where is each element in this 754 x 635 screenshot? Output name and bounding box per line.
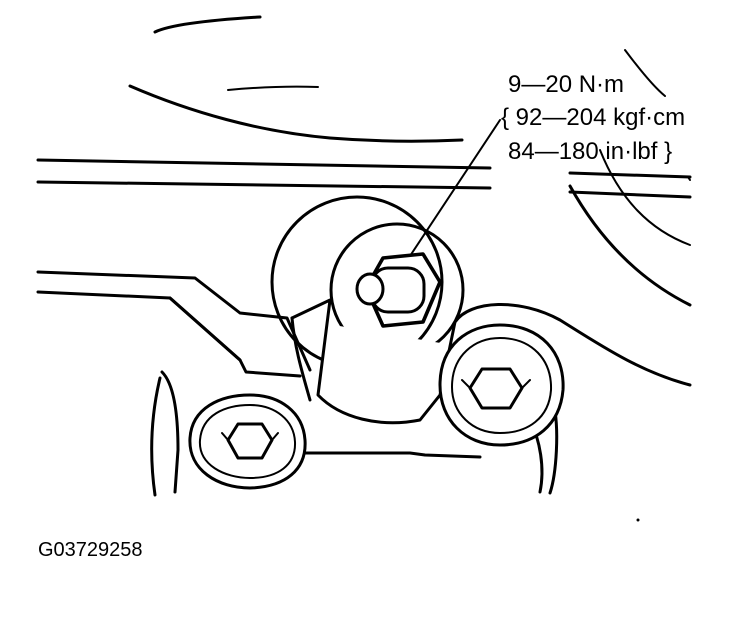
right-edge-tick	[687, 176, 691, 181]
left-bracket-lower	[36, 290, 302, 378]
figure-identifier: G03729258	[38, 539, 143, 561]
mounting-plate-left-edge	[290, 316, 312, 402]
right-housing-small-arc	[624, 49, 666, 97]
torque-leader-line	[409, 119, 501, 257]
right-hex-bolt-face	[461, 379, 531, 409]
middle-rail-right	[568, 190, 692, 199]
sensor-tip	[355, 272, 385, 306]
right-bolt-boss-inner	[451, 337, 553, 434]
bottom-frame-base	[298, 451, 482, 459]
bottom-frame-left-inner	[150, 376, 162, 497]
right-housing-outer-arc	[568, 184, 692, 307]
mounting-plate	[290, 298, 692, 425]
left-bracket-upper	[36, 270, 312, 372]
torque-spec-kgf: { 92—204 kgf·cm	[501, 104, 686, 131]
upper-rail-line	[36, 158, 492, 170]
middle-rail-line	[36, 180, 492, 190]
right-housing-inner-arc	[599, 149, 691, 246]
left-bolt-boss-inner	[198, 404, 297, 479]
stray-dot	[636, 518, 640, 522]
torque-spec-metric: 9—20 N·m	[508, 71, 625, 98]
upper-housing-outer-arc	[128, 84, 464, 143]
left-bracket-cross	[168, 296, 242, 362]
upper-housing-inner-arc	[227, 85, 319, 91]
torque-spec-imperial: 84—180 in·lbf }	[508, 138, 673, 165]
bottom-frame-left	[160, 370, 180, 494]
upper-housing-top-arc	[153, 15, 262, 34]
left-hex-bolt-face	[221, 432, 279, 459]
upper-rail-right	[568, 171, 692, 179]
